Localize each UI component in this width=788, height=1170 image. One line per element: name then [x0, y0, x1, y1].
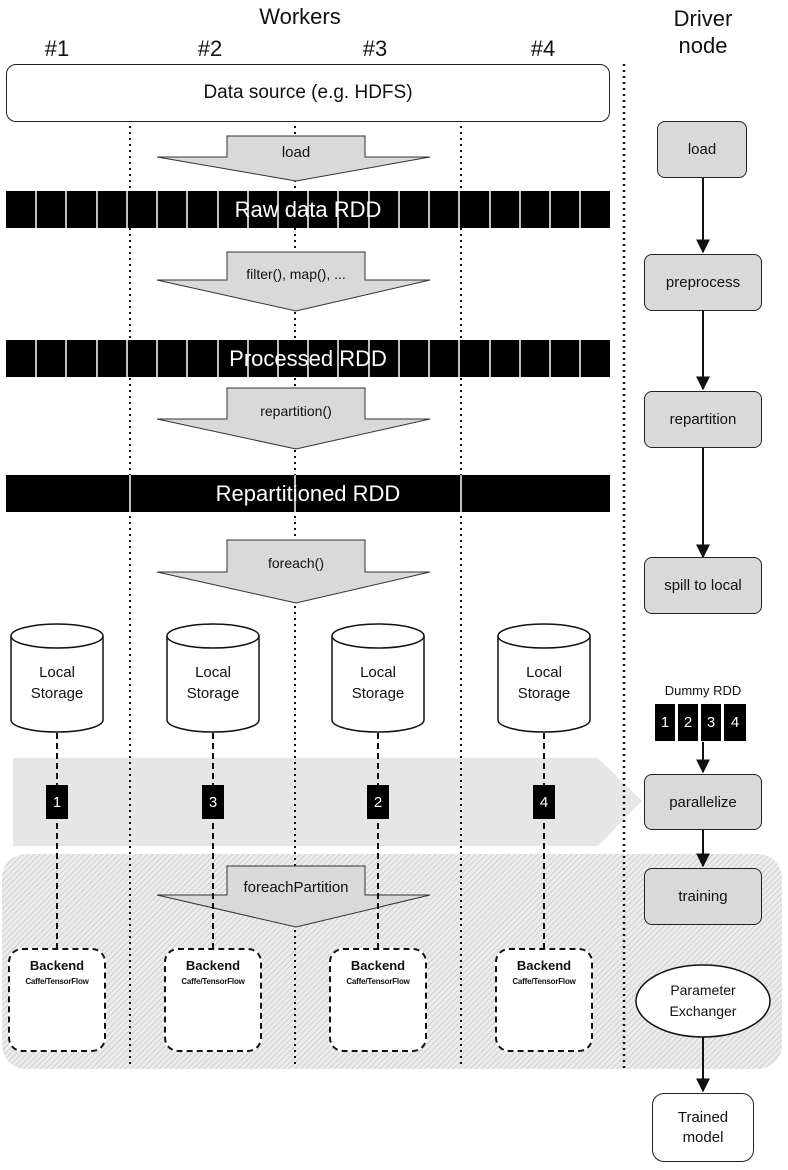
storage-line-1: Local [360, 664, 396, 681]
local-storage-4 [497, 623, 591, 733]
driver-node-heading: Driver node [673, 6, 733, 58]
foreach-arrow [156, 539, 431, 604]
partition-badge: 2 [367, 785, 389, 819]
dummy-rdd-cell: 2 [678, 704, 698, 741]
worker-number-3: #3 [362, 36, 388, 61]
dummy-rdd-cell: 1 [655, 704, 675, 741]
partition-badge: 3 [202, 785, 224, 819]
dummy-rdd-cell: 3 [701, 704, 721, 741]
processed-rdd [6, 340, 610, 377]
foreach-arrow-label: foreach() [267, 555, 325, 571]
partition-badge: 4 [533, 785, 555, 819]
backend-worker-4: Backend Caffe/TensorFlow [495, 948, 593, 1052]
repartition-arrow [156, 387, 431, 450]
driver-repartition-node: repartition [644, 391, 762, 448]
foreach-partition-arrow [156, 865, 431, 928]
worker-number-1: #1 [44, 36, 70, 61]
storage-line-1: Local [526, 664, 562, 681]
driver-preprocess-node: preprocess [644, 254, 762, 311]
worker-number-2: #2 [197, 36, 223, 61]
driver-training-node: training [644, 868, 762, 925]
storage-to-backend-links [56, 733, 545, 948]
partition-badge: 1 [46, 785, 68, 819]
dummy-rdd-label: Dummy RDD [664, 683, 742, 698]
backend-subtitle: Caffe/TensorFlow [25, 977, 89, 986]
worker-number-4: #4 [530, 36, 556, 61]
backend-worker-2: Backend Caffe/TensorFlow [164, 948, 262, 1052]
parameter-exchanger-shape [635, 964, 771, 1038]
data-source-box: Data source (e.g. HDFS) [6, 64, 610, 122]
raw-data-rdd [6, 191, 610, 228]
raw-data-rdd-label: Raw data RDD [234, 197, 382, 222]
trained-model-node: Trained model [652, 1093, 754, 1162]
parameter-exchanger-label: Parameter Exchanger [669, 982, 737, 1019]
driver-parallelize-node: parallelize [644, 774, 762, 830]
storage-line-2: Storage [186, 685, 240, 702]
local-storage-1 [10, 623, 104, 733]
filter-arrow-label: filter(), map(), ... [246, 266, 346, 282]
workers-heading: Workers [259, 4, 341, 29]
load-arrow [156, 135, 431, 182]
backend-title: Backend [185, 958, 241, 973]
backend-title: Backend [516, 958, 572, 973]
foreach-partition-arrow-label: foreachPartition [243, 879, 349, 896]
load-arrow-label: load [281, 144, 311, 161]
storage-line-2: Storage [517, 685, 571, 702]
storage-line-1: Local [195, 664, 231, 681]
backend-title: Backend [29, 958, 85, 973]
storage-line-2: Storage [30, 685, 84, 702]
local-storage-2 [166, 623, 260, 733]
driver-spill-node: spill to local [644, 557, 762, 614]
repartitioned-rdd-label: Repartitioned RDD [215, 481, 401, 506]
filter-arrow [156, 251, 431, 312]
processed-rdd-label: Processed RDD [229, 346, 387, 371]
dummy-rdd-cell: 4 [724, 704, 746, 741]
storage-line-2: Storage [351, 685, 405, 702]
parallelize-band [13, 758, 642, 846]
repartitioned-rdd [6, 475, 610, 512]
backend-subtitle: Caffe/TensorFlow [512, 977, 576, 986]
driver-load-node: load [657, 121, 747, 178]
repartition-arrow-label: repartition() [260, 403, 332, 419]
backend-worker-3: Backend Caffe/TensorFlow [329, 948, 427, 1052]
backend-subtitle: Caffe/TensorFlow [181, 977, 245, 986]
local-storage-3 [331, 623, 425, 733]
backend-subtitle: Caffe/TensorFlow [346, 977, 410, 986]
backend-title: Backend [350, 958, 406, 973]
storage-line-1: Local [39, 664, 75, 681]
backend-worker-1: Backend Caffe/TensorFlow [8, 948, 106, 1052]
